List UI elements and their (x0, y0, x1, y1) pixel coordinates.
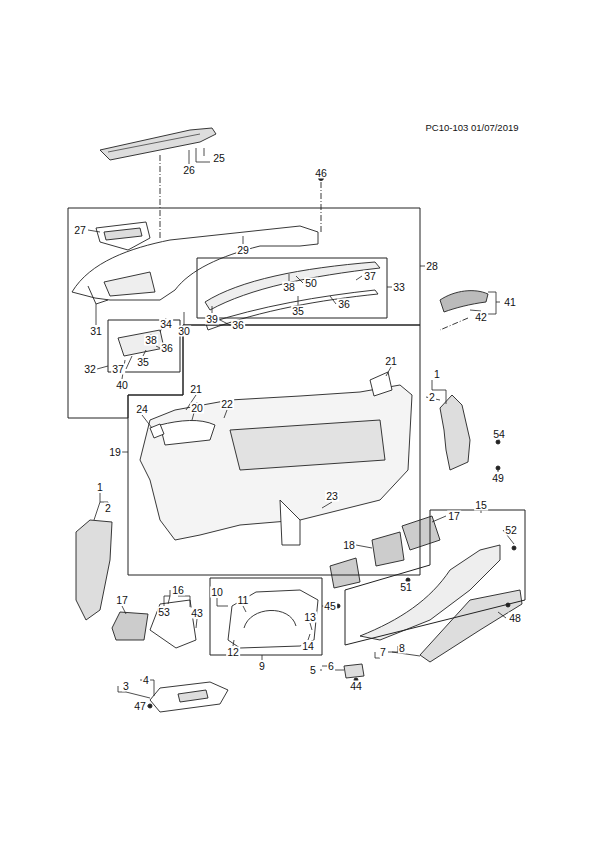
callout-number: 36 (160, 343, 174, 354)
callout-number: 21 (384, 356, 398, 367)
callout-number: 17 (115, 595, 129, 606)
callout-number: 3 (122, 681, 130, 692)
callout-number: 41 (503, 297, 517, 308)
callout-number: 5 (309, 665, 317, 676)
callout-number: 54 (492, 429, 506, 440)
callout-number: 15 (474, 500, 488, 511)
callout-number: 37 (111, 364, 125, 375)
callout-number: 36 (337, 299, 351, 310)
callout-number: 53 (157, 607, 171, 618)
callout-number: 25 (212, 153, 226, 164)
callout-number: 49 (491, 473, 505, 484)
callout-number: 2 (104, 503, 112, 514)
frame-box: 15 (345, 510, 525, 645)
callout-number: 6 (327, 661, 335, 672)
callout-number: 35 (291, 306, 305, 317)
callout-number: 14 (301, 641, 315, 652)
callout-number: 7 (379, 647, 387, 658)
callout-number: 52 (504, 525, 518, 536)
callout-number: 4 (142, 675, 150, 686)
callout-number: 1 (96, 482, 104, 493)
callout-number: 12 (226, 647, 240, 658)
callout-number: 37 (363, 271, 377, 282)
callout-number: 16 (171, 585, 185, 596)
frame-outline (197, 258, 387, 318)
callout-number: 19 (108, 447, 122, 458)
callout-number: 30 (177, 326, 191, 337)
callout-number: 45 (323, 601, 337, 612)
callout-number: 10 (210, 587, 224, 598)
frame-outline (128, 325, 420, 575)
callout-number: 33 (392, 282, 406, 293)
callout-number: 36 (231, 320, 245, 331)
callout-number: 38 (282, 282, 296, 293)
callout-number: 42 (474, 312, 488, 323)
callout-number: 9 (258, 661, 266, 672)
frame-outline (345, 510, 525, 645)
callout-number: 40 (115, 380, 129, 391)
frame-box: 19 (128, 325, 420, 575)
callout-number: 28 (425, 261, 439, 272)
callout-number: 21 (189, 384, 203, 395)
callout-number: 24 (135, 404, 149, 415)
callout-number: 17 (447, 511, 461, 522)
callout-number: 23 (325, 491, 339, 502)
callout-number: 26 (182, 165, 196, 176)
callout-number: 43 (190, 608, 204, 619)
callout-number: 8 (398, 643, 406, 654)
callout-number: 27 (73, 225, 87, 236)
callout-number: 44 (349, 681, 363, 692)
frame-outline (68, 208, 420, 418)
callout-number: 32 (83, 364, 97, 375)
callout-number: 48 (508, 613, 522, 624)
callout-number: 13 (303, 612, 317, 623)
callout-number: 51 (399, 582, 413, 593)
frame-outline (345, 510, 525, 645)
callout-number: 2 (428, 392, 436, 403)
callout-number: 46 (314, 168, 328, 179)
frame-outline (210, 578, 322, 655)
callout-number: 1 (433, 369, 441, 380)
callout-number: 11 (237, 595, 250, 606)
callout-number: 31 (89, 326, 103, 337)
callout-number: 22 (220, 399, 234, 410)
callout-number: 47 (133, 701, 147, 712)
callout-number: 20 (190, 403, 204, 414)
callout-number: 18 (342, 540, 356, 551)
drawing-code: PC10-103 01/07/2019 (425, 122, 520, 133)
frame-outline (128, 325, 420, 575)
callout-number: 29 (236, 245, 250, 256)
callout-number: 34 (159, 319, 173, 330)
callout-number: 35 (136, 357, 150, 368)
callout-number: 50 (304, 278, 318, 289)
callout-number: 38 (144, 335, 158, 346)
callout-number: 39 (205, 314, 219, 325)
